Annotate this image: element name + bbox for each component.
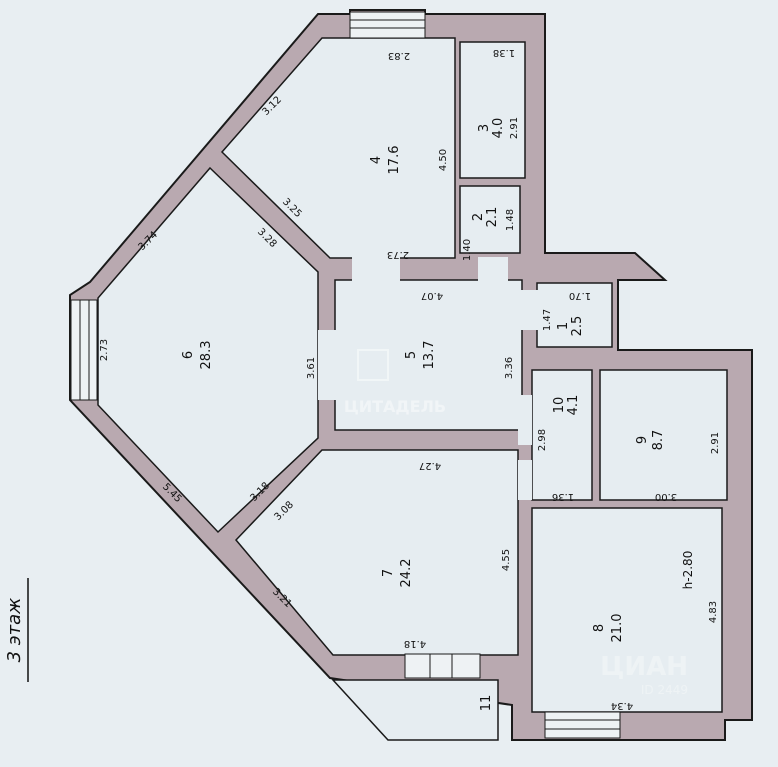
- room-9-floor: [599, 369, 728, 501]
- dim-h-2-80: h-2.80: [681, 551, 695, 590]
- room-9-number: 9: [635, 436, 650, 444]
- dim-2-98: 2.98: [537, 429, 548, 451]
- window-left: [70, 299, 98, 401]
- window-bottom-room8: [544, 711, 621, 739]
- room-2-area: 2.1: [485, 207, 500, 228]
- watermark-center: ЦИТАДЕЛЬ: [344, 349, 446, 416]
- room-interiors: [97, 37, 728, 741]
- dim-1-36: 1.36: [552, 491, 574, 502]
- room-5-area: 13.7: [422, 341, 437, 370]
- room-8-floor: [531, 507, 723, 713]
- dim-4-27: 4.27: [419, 460, 441, 471]
- dim-3-61: 3.61: [306, 357, 317, 379]
- dim-1-70: 1.70: [569, 290, 591, 301]
- room-3-area: 4.0: [491, 118, 506, 139]
- dim-2-91-room3: 2.91: [509, 117, 520, 139]
- room-6-floor: [97, 166, 319, 534]
- room-4-area: 17.6: [387, 146, 402, 175]
- room-10-area: 4.1: [566, 395, 581, 416]
- dim-1-40: 1.40: [462, 239, 473, 261]
- dim-4-55: 4.55: [501, 549, 512, 571]
- dim-1-47: 1.47: [542, 309, 553, 331]
- door-openings: [318, 257, 630, 500]
- room-8-area: 21.0: [610, 614, 625, 643]
- room-10-floor: [531, 369, 593, 501]
- floor-label: 3 этаж: [4, 578, 29, 682]
- room-5-number: 5: [404, 351, 419, 359]
- dim-2-73-window: 2.73: [99, 339, 110, 361]
- dim-1-38: 1.38: [493, 47, 515, 58]
- watermark-corner-text: ЦИАН: [600, 652, 688, 682]
- room-3-floor: [459, 41, 526, 179]
- room-1-number: 1: [556, 322, 571, 330]
- dim-4-18: 4.18: [404, 638, 426, 649]
- window-top: [349, 11, 426, 39]
- windows: [70, 11, 621, 739]
- dim-4-07: 4.07: [421, 290, 443, 301]
- dim-2-73-room4: 2.73: [387, 249, 409, 260]
- room-11-number: 11: [479, 695, 494, 712]
- dim-4-34: 4.34: [611, 700, 633, 711]
- room-2-number: 2: [471, 213, 486, 221]
- room-6-area: 28.3: [199, 341, 214, 370]
- dim-1-48: 1.48: [505, 209, 516, 231]
- room-10-number: 10: [552, 397, 567, 414]
- room-7-number: 7: [381, 569, 396, 577]
- room-9-area: 8.7: [651, 430, 666, 451]
- room-4-number: 4: [369, 156, 384, 164]
- room-6-number: 6: [181, 351, 196, 359]
- room-8-number: 8: [592, 624, 607, 632]
- watermark-corner: ЦИАН ID 2449: [600, 652, 688, 697]
- room-2-floor: [459, 185, 521, 254]
- floor-label-text: 3 этаж: [4, 597, 25, 663]
- watermark-corner-id: ID 2449: [641, 683, 688, 697]
- window-bottom-room7: [404, 653, 481, 679]
- dim-2-83: 2.83: [388, 50, 410, 61]
- dim-4-50: 4.50: [438, 149, 449, 171]
- room-1-area: 2.5: [570, 316, 585, 337]
- room-7-area: 24.2: [399, 559, 414, 588]
- dim-2-91-room9: 2.91: [710, 432, 721, 454]
- room-11-floor: [331, 679, 499, 741]
- dim-3-00: 3.00: [655, 491, 677, 502]
- watermark-center-text: ЦИТАДЕЛЬ: [344, 397, 446, 416]
- room-3-number: 3: [477, 124, 492, 132]
- dim-4-83: 4.83: [708, 601, 719, 623]
- dim-3-36: 3.36: [504, 357, 515, 379]
